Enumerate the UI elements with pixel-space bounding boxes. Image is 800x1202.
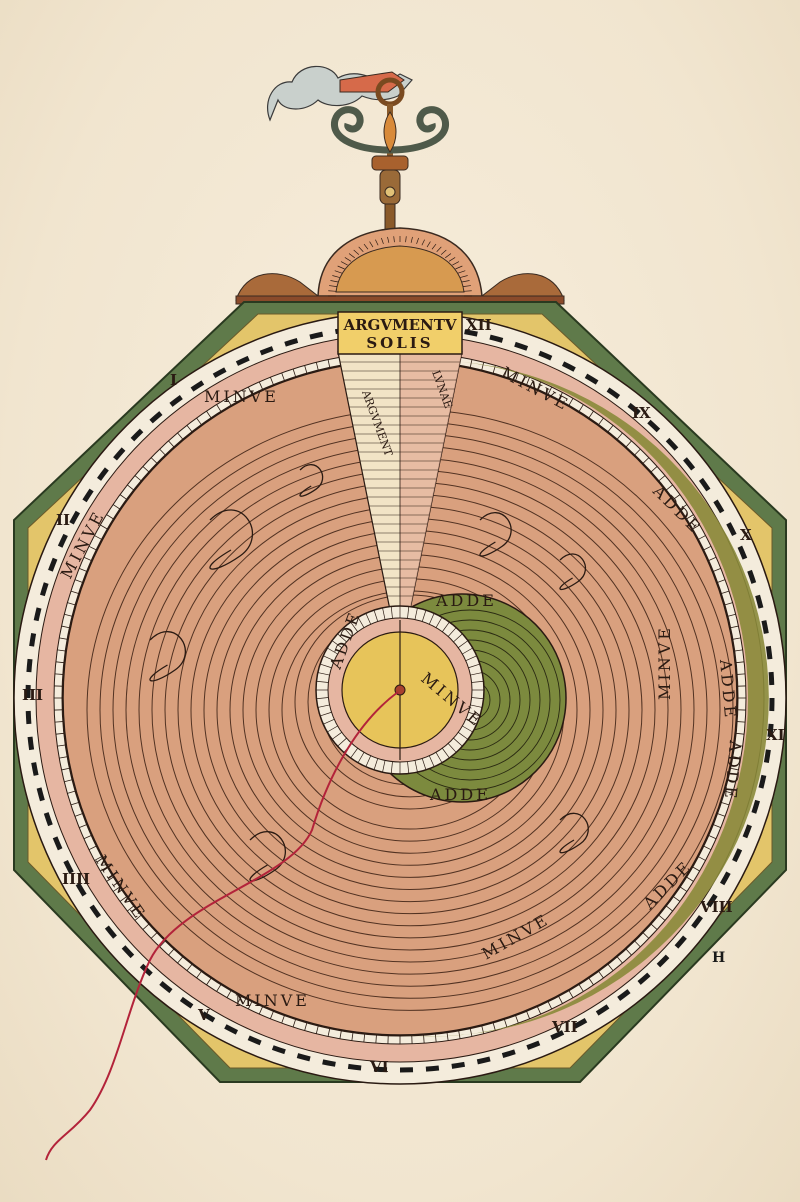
- roman-label: X: [740, 526, 752, 544]
- minve-label: MINVE: [655, 625, 674, 700]
- roman-label: I: [170, 371, 177, 389]
- title-banner: [337, 311, 463, 355]
- roman-label: IX: [632, 404, 651, 422]
- roman-label: XII: [466, 316, 492, 334]
- roman-label: V: [197, 1006, 210, 1024]
- signature-letter-h: H: [712, 950, 725, 966]
- pendant-ornament: [267, 65, 449, 231]
- roman-label: III: [22, 686, 43, 704]
- roman-label: IIII: [62, 870, 90, 888]
- red-thread: [45, 691, 399, 1161]
- argument-wedge: ARGVMENTV SOLIS ARGVMENT LVNAE: [337, 311, 463, 611]
- minve-label: MINVE: [204, 387, 279, 406]
- title-line-1: ARGVMENTV: [342, 316, 456, 334]
- adde-label: ADDE: [429, 785, 491, 804]
- roman-label: II: [56, 511, 70, 529]
- roman-label: XI: [766, 726, 785, 744]
- title-line-2: SOLIS: [366, 334, 433, 352]
- roman-hour-labels: I II III IIII V VI VII VIII IX X XI XII: [22, 316, 785, 1076]
- adde-label: ADDE: [435, 591, 497, 610]
- roman-label: VI: [369, 1058, 389, 1076]
- top-crest: [235, 227, 565, 305]
- roman-label: VIII: [699, 898, 733, 916]
- minve-label: MINVE: [235, 991, 310, 1010]
- roman-label: VII: [551, 1018, 578, 1036]
